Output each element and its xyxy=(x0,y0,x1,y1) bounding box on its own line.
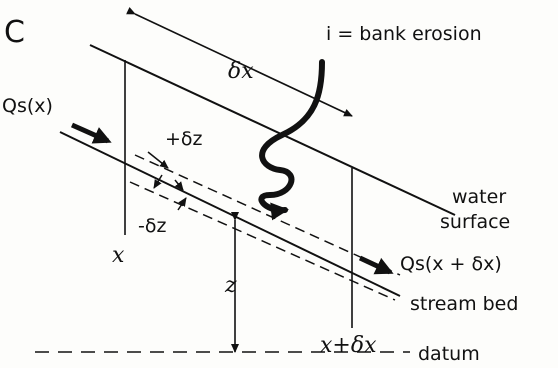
surface-label: surface xyxy=(440,211,510,233)
bank-erosion-arrow xyxy=(258,59,325,221)
sediment-inflow-label: Qs(x) xyxy=(2,95,53,117)
sediment-inflow-arrow xyxy=(70,122,112,144)
x-label: x xyxy=(112,243,125,268)
datum-label: datum xyxy=(418,343,480,365)
stream-bed-label: stream bed xyxy=(410,293,518,315)
minus-dz-arrow xyxy=(153,174,163,189)
bank-erosion-label: i = bank erosion xyxy=(326,23,482,45)
z-label: z xyxy=(224,273,237,298)
sediment-outflow-arrow xyxy=(358,255,394,275)
raised-bed-dashed-line xyxy=(134,154,401,276)
stream-bed-line xyxy=(59,131,401,297)
lowered-bed-dashed-line xyxy=(129,181,396,301)
plus-dz-arrow-lower xyxy=(174,179,184,191)
plus-dz-arrow xyxy=(147,151,169,169)
plus-dz-label: +δz xyxy=(165,128,203,150)
minus-dz-arrow-lower xyxy=(177,197,187,211)
water-label: water xyxy=(452,186,506,208)
panel-label: C xyxy=(4,15,25,50)
delta-x-label: δx xyxy=(228,59,254,84)
minus-dz-label: -δz xyxy=(138,215,166,237)
sediment-outflow-label: Qs(x + δx) xyxy=(400,253,502,275)
x-plus-dx-label: x+δx xyxy=(320,333,377,358)
water-surface-line xyxy=(89,44,456,216)
